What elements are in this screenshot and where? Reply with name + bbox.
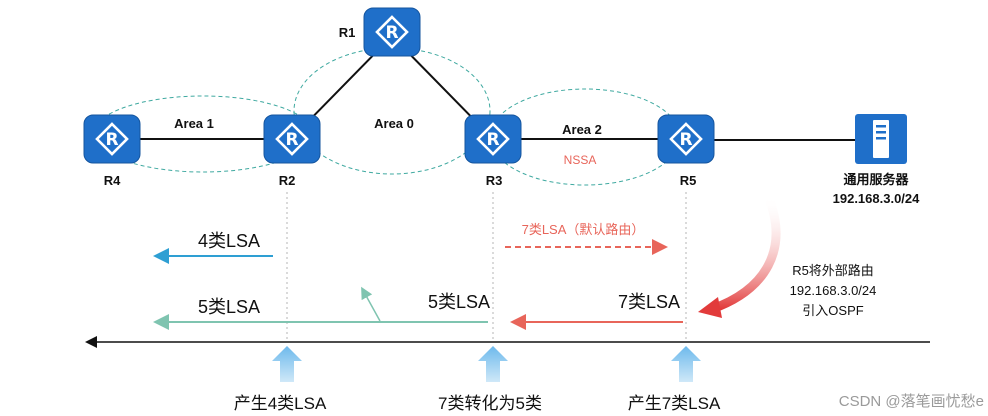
caption-gen7: 产生7类LSA [628, 394, 721, 413]
label-r4: R4 [104, 173, 121, 188]
up-arrow-r5 [671, 346, 701, 382]
caption-convert: 7类转化为5类 [438, 394, 542, 413]
label-r5: R5 [680, 173, 697, 188]
server-icon [855, 114, 907, 164]
lsa4-label: 4类LSA [198, 231, 260, 251]
up-arrow-r3 [478, 346, 508, 382]
import-curve-arrow [707, 191, 781, 314]
router-r3-icon [463, 113, 523, 165]
label-nssa: NSSA [564, 153, 597, 167]
annotation-line2: 192.168.3.0/24 [790, 283, 877, 298]
up-arrow-r2 [272, 346, 302, 382]
label-r1: R1 [339, 25, 356, 40]
label-r2: R2 [279, 173, 296, 188]
caption-gen4: 产生4类LSA [234, 394, 327, 413]
watermark: CSDN @落笔画忧愁e [839, 393, 984, 410]
lsa7-label: 7类LSA [618, 292, 680, 312]
import-curve-arrowhead [698, 297, 722, 318]
label-area0: Area 0 [374, 116, 414, 131]
label-area2: Area 2 [562, 122, 602, 137]
lsa5-branch-arrow [361, 286, 381, 322]
lsa5-left-label: 5类LSA [198, 297, 260, 317]
annotation-line3: 引入OSPF [802, 303, 863, 318]
server-network: 192.168.3.0/24 [833, 191, 921, 206]
server-name: 通用服务器 [843, 172, 909, 187]
router-r2-icon [262, 113, 322, 165]
annotation-line1: R5将外部路由 [792, 263, 874, 278]
lsa5-mid-label: 5类LSA [428, 292, 490, 312]
label-area1: Area 1 [174, 116, 214, 131]
router-r4-icon [82, 113, 142, 165]
area0-ellipse [293, 47, 491, 175]
lsa7-default-label: 7类LSA（默认路由） [522, 222, 645, 237]
label-r3: R3 [486, 173, 503, 188]
router-r1-icon [362, 6, 422, 58]
router-r5-icon [656, 113, 716, 165]
